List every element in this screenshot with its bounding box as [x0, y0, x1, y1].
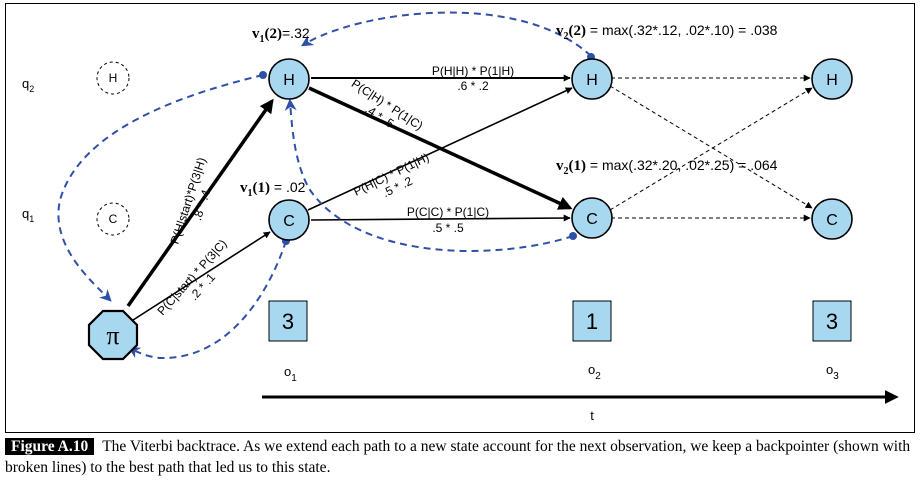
state-node-c2 [571, 197, 613, 239]
edge-label-c1-h2: P(H|C) * P(1|H) .5 * .2 [351, 150, 431, 200]
observation-value-1: 3 [282, 309, 294, 334]
observation-box-1 [268, 300, 308, 342]
backpointer-c1-pi [127, 240, 287, 360]
edge-label-pi-h1: P(H|start)*P(3|H) .8 * .4 [168, 156, 214, 246]
ghost-state-c [96, 202, 130, 236]
backpointer-h1-pi [57, 74, 264, 302]
observation-value-2: 1 [586, 309, 598, 334]
observation-label-3: o3 [826, 362, 839, 382]
state-node-c1-label: C [283, 213, 295, 230]
state-node-h3 [811, 58, 853, 100]
viterbi-label-v2-1: v2(1) = max(.32*.20, .02*.25) = .064 [556, 157, 778, 177]
state-label-q1: q1 [22, 206, 34, 224]
edge-pi-h1 [126, 98, 274, 308]
time-axis-label: t [590, 408, 594, 423]
ghost-state-c-label: C [109, 212, 118, 226]
state-node-c3 [811, 198, 853, 240]
state-node-h2 [571, 58, 613, 100]
svg-text:.6 * .2: .6 * .2 [457, 79, 489, 93]
observation-value-3: 3 [826, 309, 838, 334]
state-label-q2: q2 [22, 76, 34, 94]
viterbi-label-v1-1: v1(1) = .02 [240, 179, 306, 199]
observation-label-2: o2 [588, 362, 601, 382]
backpointer-dot-h1 [259, 71, 267, 79]
edge-pi-c1 [129, 231, 271, 323]
start-node-pi [87, 309, 139, 361]
edge-h1-c2 [308, 86, 573, 210]
backpointer-h2-h1 [300, 11, 592, 57]
svg-text:.5 * .5: .5 * .5 [432, 221, 464, 235]
svg-text:P(H|H) * P(1|H): P(H|H) * P(1|H) [432, 64, 514, 78]
svg-text:P(C|C) * P(1|C): P(C|C) * P(1|C) [407, 205, 489, 219]
edge-label-h1-h2: P(H|H) * P(1|H) .6 * .2 [432, 64, 514, 93]
edge-c1-c2 [310, 214, 571, 222]
edge-c2-h3 [609, 87, 813, 211]
viterbi-label-v2-2: v2(2) = max(.32*.12, .02*.10) = .038 [556, 22, 778, 42]
state-node-c1 [268, 199, 310, 241]
observation-box-3 [812, 300, 852, 342]
backpointer-c2-h1 [284, 98, 574, 252]
state-node-c3-label: C [826, 212, 838, 229]
figure-frame [5, 3, 915, 433]
start-node-pi-label: π [106, 321, 119, 350]
state-node-h1 [268, 58, 310, 100]
state-node-h2-label: H [586, 72, 598, 89]
state-node-c2-label: C [586, 211, 598, 228]
ghost-state-h [96, 61, 130, 95]
ghost-state-h-label: H [109, 71, 118, 85]
figure-tag: Figure A.10 [5, 438, 95, 455]
edge-label-c1-c2: P(C|C) * P(1|C) .5 * .5 [407, 205, 489, 235]
observation-box-2 [572, 300, 612, 342]
state-node-h1-label: H [283, 72, 295, 89]
state-node-h3-label: H [826, 72, 838, 89]
viterbi-label-v1-2: v1(2)=.32 [252, 25, 310, 45]
viterbi-diagram: q2 q1 H C H C H C H C π 3 1 3 o1 o2 o3 [22, 11, 899, 423]
svg-text:P(C|start) * P(3|C): P(C|start) * P(3|C) [154, 237, 229, 318]
caption-text: The Viterbi backtrace. As we extend each… [5, 438, 911, 476]
observation-label-1: o1 [284, 364, 297, 384]
backpointer-dot-c2 [569, 232, 577, 240]
edge-h2-c3 [609, 85, 813, 209]
edge-c1-h2 [307, 87, 573, 211]
